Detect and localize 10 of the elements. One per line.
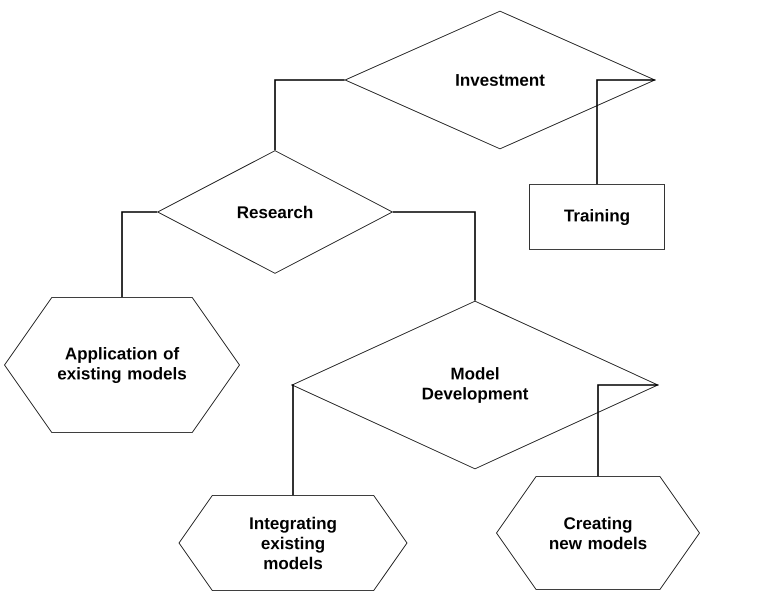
hexagon-box: Application of existing models — [4, 297, 240, 433]
process-box: Training — [529, 184, 665, 250]
hexagon-box: Creating new models — [496, 476, 700, 590]
connector-line — [274, 79, 345, 150]
hexagon-box: Integrating existing models — [178, 495, 408, 591]
connector-line — [596, 79, 656, 184]
connector-line — [392, 211, 476, 301]
connector-line — [121, 211, 158, 298]
connector-line — [292, 384, 294, 496]
connector-line — [597, 384, 658, 476]
